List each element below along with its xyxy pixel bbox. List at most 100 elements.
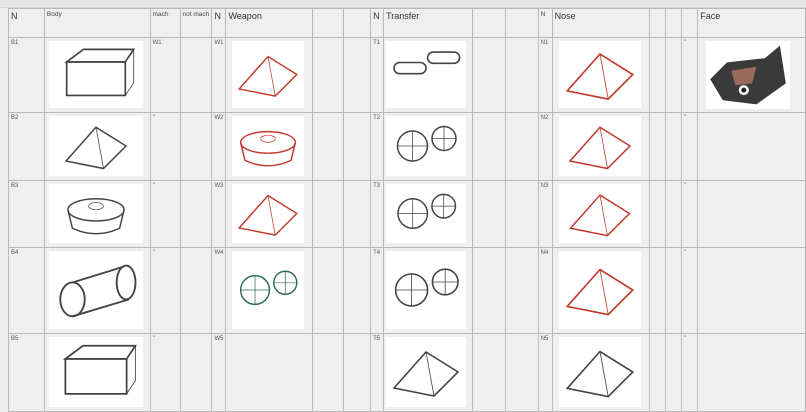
header-not-mach[interactable]: not mach [179, 8, 213, 38]
cell[interactable] [471, 8, 506, 38]
cell[interactable] [471, 180, 506, 248]
cell[interactable] [312, 247, 345, 334]
transfer-image-cell[interactable] [383, 180, 473, 248]
not-mach-cell[interactable] [179, 333, 213, 412]
cell[interactable] [343, 37, 372, 113]
cell[interactable] [504, 333, 539, 412]
transfer-id[interactable]: T1 [370, 37, 385, 113]
nose-extra-cell[interactable]: " [681, 247, 699, 334]
body-id[interactable]: B4 [8, 247, 45, 334]
cell[interactable] [471, 112, 506, 181]
nose-extra-cell[interactable]: " [681, 112, 699, 181]
not-mach-cell[interactable] [179, 180, 213, 248]
cell[interactable] [343, 8, 372, 38]
cell[interactable] [471, 37, 506, 113]
cell[interactable] [343, 180, 372, 248]
header-n[interactable]: N [8, 8, 45, 38]
nose-id[interactable]: N4 [537, 247, 553, 334]
cell[interactable] [665, 112, 683, 181]
cell[interactable] [649, 333, 667, 412]
header-mach[interactable]: mach [149, 8, 181, 38]
weapon-id[interactable]: W2 [211, 112, 227, 181]
header-face[interactable]: Face [697, 8, 806, 38]
nose-id[interactable]: N3 [537, 180, 553, 248]
weapon-id[interactable]: W1 [211, 37, 227, 113]
cell[interactable] [312, 37, 345, 113]
face-image-cell[interactable] [697, 247, 806, 334]
cell[interactable] [649, 247, 667, 334]
cell[interactable] [665, 247, 683, 334]
transfer-image-cell[interactable] [383, 247, 473, 334]
weapon-image-cell[interactable] [225, 37, 314, 113]
weapon-image-cell[interactable] [225, 247, 314, 334]
body-image-cell[interactable] [43, 333, 151, 412]
nose-id[interactable]: N1 [537, 37, 553, 113]
nose-extra-cell[interactable]: " [681, 180, 699, 248]
mach-cell[interactable]: " [149, 333, 181, 412]
face-image-cell[interactable] [697, 333, 806, 412]
header-weapon[interactable]: Weapon [225, 8, 314, 38]
cell[interactable] [665, 8, 683, 38]
cell[interactable] [312, 180, 345, 248]
transfer-image-cell[interactable] [383, 112, 473, 181]
weapon-image-cell[interactable] [225, 180, 314, 248]
transfer-image-cell[interactable] [383, 37, 473, 113]
not-mach-cell[interactable] [179, 112, 213, 181]
mach-cell[interactable]: " [149, 247, 181, 334]
cell[interactable] [312, 8, 345, 38]
cell[interactable] [665, 180, 683, 248]
cell[interactable] [649, 37, 667, 113]
weapon-image-cell[interactable] [225, 112, 314, 181]
header-nose[interactable]: Nose [551, 8, 651, 38]
face-image-cell[interactable] [697, 112, 806, 181]
cell[interactable] [312, 333, 345, 412]
nose-id[interactable]: N2 [537, 112, 553, 181]
transfer-id[interactable]: T3 [370, 180, 385, 248]
cell[interactable] [343, 112, 372, 181]
body-id[interactable]: B1 [8, 37, 45, 113]
mach-cell[interactable]: W1 [149, 37, 181, 113]
cell[interactable] [504, 180, 539, 248]
cell[interactable] [504, 8, 539, 38]
transfer-id[interactable]: T2 [370, 112, 385, 181]
nose-image-cell[interactable] [551, 37, 651, 113]
nose-id[interactable]: N5 [537, 333, 553, 412]
cell[interactable] [504, 247, 539, 334]
body-id[interactable]: B2 [8, 112, 45, 181]
weapon-id[interactable]: W5 [211, 333, 227, 412]
cell[interactable] [343, 333, 372, 412]
cell[interactable] [504, 37, 539, 113]
cell[interactable] [649, 8, 667, 38]
not-mach-cell[interactable] [179, 37, 213, 113]
nose-extra-cell[interactable]: " [681, 37, 699, 113]
transfer-id[interactable]: T5 [370, 333, 385, 412]
cell[interactable] [471, 333, 506, 412]
not-mach-cell[interactable] [179, 247, 213, 334]
weapon-id[interactable]: W3 [211, 180, 227, 248]
mach-cell[interactable]: " [149, 180, 181, 248]
header-n[interactable]: N [211, 8, 227, 38]
transfer-id[interactable]: T4 [370, 247, 385, 334]
body-id[interactable]: B3 [8, 180, 45, 248]
transfer-image-cell[interactable] [383, 333, 473, 412]
header-transfer[interactable]: Transfer [383, 8, 473, 38]
face-image-cell[interactable] [697, 37, 806, 113]
cell[interactable] [312, 112, 345, 181]
cell[interactable] [343, 247, 372, 334]
cell[interactable] [649, 112, 667, 181]
cell[interactable] [665, 333, 683, 412]
body-image-cell[interactable] [43, 37, 151, 113]
weapon-image-cell[interactable] [225, 333, 314, 412]
header-n[interactable]: N [537, 8, 553, 38]
weapon-id[interactable]: W4 [211, 247, 227, 334]
cell[interactable] [681, 8, 699, 38]
header-body[interactable]: Body [43, 8, 151, 38]
cell[interactable] [665, 37, 683, 113]
nose-extra-cell[interactable]: " [681, 333, 699, 412]
body-image-cell[interactable] [43, 247, 151, 334]
cell[interactable] [504, 112, 539, 181]
cell[interactable] [471, 247, 506, 334]
body-image-cell[interactable] [43, 112, 151, 181]
header-n[interactable]: N [370, 8, 385, 38]
nose-image-cell[interactable] [551, 333, 651, 412]
